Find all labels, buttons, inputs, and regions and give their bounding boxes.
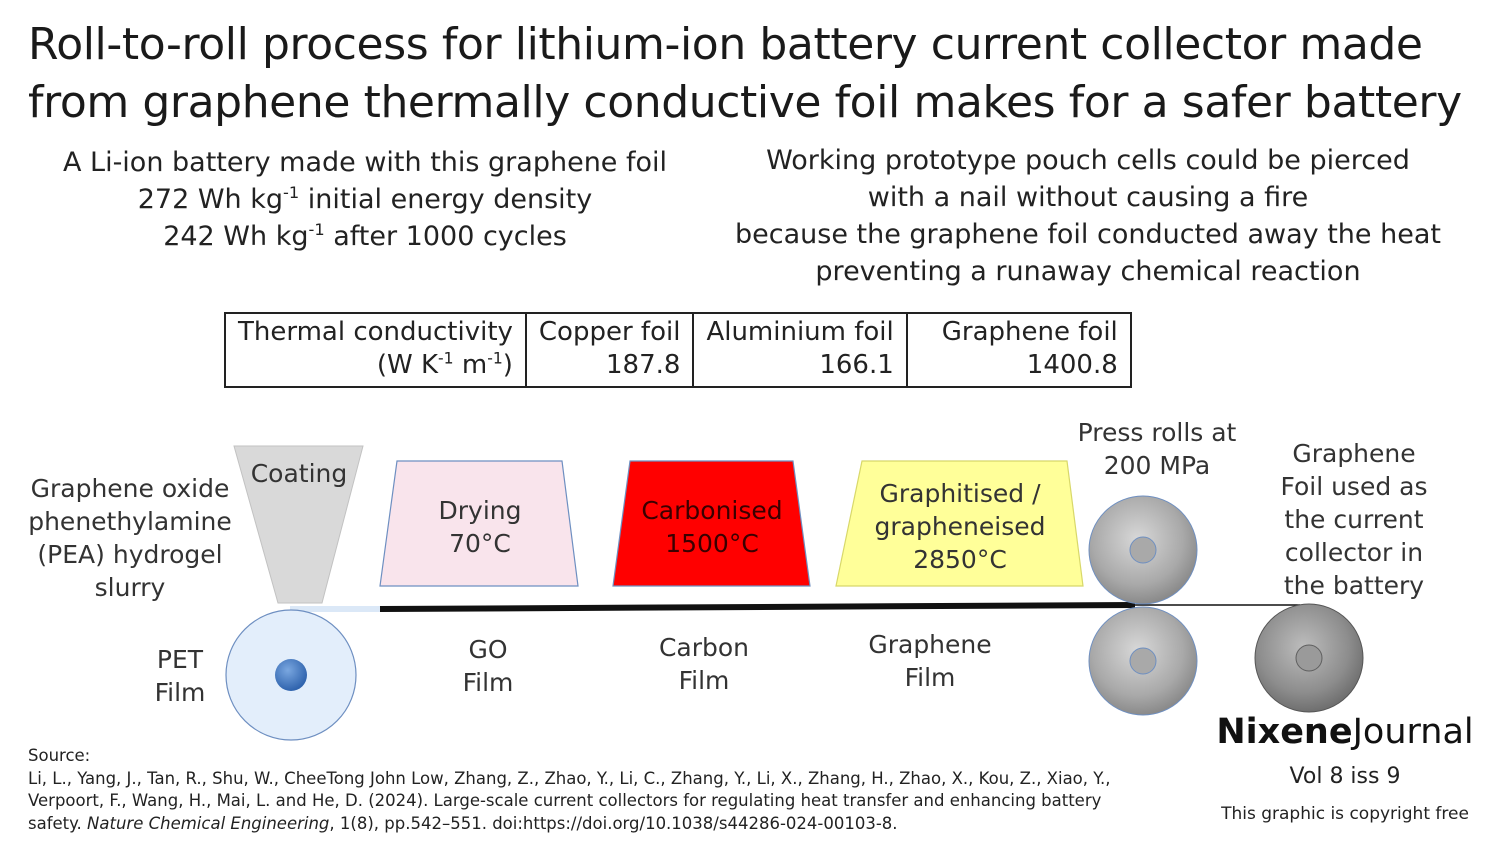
table-header-cell: Thermal conductivity (W K-1 m-1) bbox=[224, 312, 527, 388]
graphitised-line: grapheneised bbox=[874, 512, 1046, 541]
coating-label: Coating bbox=[250, 459, 348, 488]
carbonising-oven bbox=[612, 460, 811, 587]
material-name: Aluminium foil bbox=[706, 317, 894, 347]
slurry-line: phenethylamine bbox=[28, 507, 232, 536]
carbonised-temperature: 1500°C bbox=[665, 529, 759, 558]
unit-exponent: -1 bbox=[487, 349, 503, 368]
safety-line-3: because the graphene foil conducted away… bbox=[735, 219, 1441, 250]
material-value: 1400.8 bbox=[1026, 350, 1118, 380]
pet-film-label: PET Film bbox=[130, 643, 230, 709]
slurry-line: slurry bbox=[94, 573, 166, 602]
carbon-film-line: Carbon bbox=[658, 633, 750, 662]
conductivity-unit: (W K-1 m-1) bbox=[238, 349, 513, 382]
graphene-film-label: Graphene Film bbox=[852, 628, 1008, 694]
energy-density-stats: A Li-ion battery made with this graphene… bbox=[40, 144, 690, 255]
citation-part: safety. bbox=[28, 813, 88, 833]
go-film-line bbox=[379, 602, 1136, 612]
press-pressure: 200 MPa bbox=[1103, 451, 1211, 480]
initial-energy-value: 272 Wh kg bbox=[137, 184, 284, 215]
graphitised-temperature: 2850°C bbox=[913, 545, 1007, 574]
stats-line-3: 242 Wh kg-1 after 1000 cycles bbox=[40, 218, 690, 255]
graphene-foil-roll-hub bbox=[1295, 644, 1323, 672]
material-value: 166.1 bbox=[819, 350, 894, 380]
graphene-foil-output-label: Graphene Foil used as the current collec… bbox=[1262, 437, 1446, 602]
copyright-notice: This graphic is copyright free bbox=[1221, 804, 1469, 824]
journal-name: Nature Chemical Engineering bbox=[87, 813, 330, 833]
drying-temperature: 70°C bbox=[449, 529, 511, 558]
graphitised-label: Graphitised / grapheneised 2850°C bbox=[846, 477, 1074, 576]
pet-roll-hub bbox=[275, 659, 307, 691]
go-film-line: Film bbox=[462, 668, 514, 697]
coating-funnel bbox=[233, 445, 364, 604]
cycled-energy-exponent: -1 bbox=[308, 220, 325, 239]
citation-part: , 1(8), pp.542–551. doi:https://doi.org/… bbox=[329, 813, 898, 833]
aluminium-foil-cell: Aluminium foil 166.1 bbox=[692, 312, 908, 388]
upper-press-roll-hub bbox=[1129, 536, 1157, 564]
lower-press-roll-hub bbox=[1129, 647, 1157, 675]
slurry-line: Graphene oxide bbox=[30, 474, 230, 503]
graphitising-oven bbox=[835, 460, 1084, 587]
go-film-line: GO bbox=[468, 635, 508, 664]
drying-line: Drying bbox=[438, 496, 522, 525]
pet-film-line: PET bbox=[156, 645, 204, 674]
safety-line-4: preventing a runaway chemical reaction bbox=[815, 256, 1361, 287]
output-line: Graphene bbox=[1292, 439, 1416, 468]
brand-logo: NixeneJournal bbox=[1200, 712, 1490, 752]
conductivity-label: Thermal conductivity bbox=[238, 317, 513, 347]
stats-line-1: A Li-ion battery made with this graphene… bbox=[62, 147, 668, 178]
source-label: Source: bbox=[28, 746, 91, 765]
press-rolls-label: Press rolls at 200 MPa bbox=[1060, 416, 1254, 482]
brand-bold: Nixene bbox=[1216, 712, 1353, 752]
safety-line-2: with a nail without causing a fire bbox=[867, 182, 1309, 213]
drying-oven bbox=[379, 460, 579, 587]
title-line-1: Roll-to-roll process for lithium-ion bat… bbox=[28, 19, 1423, 70]
slurry-line: (PEA) hydrogel bbox=[37, 540, 223, 569]
pet-film-line: Film bbox=[154, 678, 206, 707]
press-line: Press rolls at bbox=[1077, 418, 1237, 447]
unit-part: ) bbox=[502, 350, 513, 380]
drying-label: Drying 70°C bbox=[390, 494, 570, 560]
unit-part: (W K bbox=[376, 350, 439, 380]
graphene-foil-cell: Graphene foil 1400.8 bbox=[905, 312, 1132, 388]
page-title: Roll-to-roll process for lithium-ion bat… bbox=[28, 16, 1478, 132]
material-name: Copper foil bbox=[538, 317, 681, 347]
carbon-film-label: Carbon Film bbox=[636, 631, 772, 697]
output-line: Foil used as bbox=[1280, 472, 1428, 501]
output-line: the current bbox=[1284, 505, 1424, 534]
citation-line: Verpoort, F., Wang, H., Mai, L. and He, … bbox=[28, 791, 1102, 810]
initial-energy-label: initial energy density bbox=[299, 184, 593, 215]
table-row: Thermal conductivity (W K-1 m-1) Copper … bbox=[224, 312, 1132, 388]
carbonised-line: Carbonised bbox=[641, 496, 783, 525]
graphitised-line: Graphitised / bbox=[879, 479, 1041, 508]
material-value: 187.8 bbox=[606, 350, 681, 380]
source-citation: Source: Li, L., Yang, J., Tan, R., Shu, … bbox=[28, 745, 1158, 835]
output-line: collector in bbox=[1284, 538, 1424, 567]
unit-part: m bbox=[453, 350, 488, 380]
safety-line-1: Working prototype pouch cells could be p… bbox=[766, 145, 1410, 176]
initial-energy-exponent: -1 bbox=[283, 183, 300, 202]
unit-exponent: -1 bbox=[438, 349, 454, 368]
copper-foil-cell: Copper foil 187.8 bbox=[524, 312, 695, 388]
carbon-film-line: Film bbox=[678, 666, 730, 695]
stats-line-2: 272 Wh kg-1 initial energy density bbox=[40, 181, 690, 218]
go-film-label: GO Film bbox=[428, 633, 548, 699]
thermal-conductivity-table: Thermal conductivity (W K-1 m-1) Copper … bbox=[224, 312, 1132, 388]
carbonised-label: Carbonised 1500°C bbox=[618, 494, 806, 560]
citation-line: safety. Nature Chemical Engineering, 1(8… bbox=[28, 813, 1158, 836]
cycled-energy-label: after 1000 cycles bbox=[324, 221, 567, 252]
graphene-film-line: Film bbox=[904, 663, 956, 692]
cycled-energy-value: 242 Wh kg bbox=[163, 221, 309, 252]
volume-issue: Vol 8 iss 9 bbox=[1289, 764, 1401, 789]
brand-regular: Journal bbox=[1352, 712, 1474, 752]
output-line: the battery bbox=[1283, 571, 1425, 600]
safety-statement: Working prototype pouch cells could be p… bbox=[708, 142, 1468, 290]
graphene-film-line: Graphene bbox=[868, 630, 992, 659]
title-line-2: from graphene thermally conductive foil … bbox=[28, 77, 1462, 128]
material-name: Graphene foil bbox=[941, 317, 1118, 347]
citation-line: Li, L., Yang, J., Tan, R., Shu, W., Chee… bbox=[28, 768, 1111, 788]
slurry-label: Graphene oxide phenethylamine (PEA) hydr… bbox=[18, 472, 242, 604]
